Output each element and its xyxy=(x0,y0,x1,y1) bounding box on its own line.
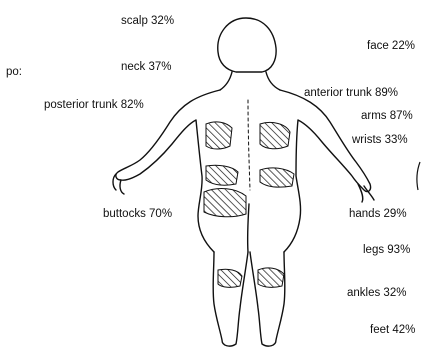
label-wrists: wrists 33% xyxy=(352,135,408,147)
left-torso-arm-outline xyxy=(116,90,220,252)
label-arms: arms 87% xyxy=(361,111,413,123)
label-scalp: scalp 32% xyxy=(121,16,174,28)
left-hand-outline xyxy=(113,174,124,194)
spine-line xyxy=(248,100,250,190)
head-outline xyxy=(218,18,276,72)
label-feet: feet 42% xyxy=(370,325,415,337)
label-hands: hands 29% xyxy=(349,209,407,221)
hatch-buttocks xyxy=(204,189,246,217)
hatch-lower-back-right xyxy=(260,168,294,187)
hatch-upper-back-left xyxy=(206,122,232,149)
hatch-right-calf xyxy=(258,268,284,287)
label-neck: neck 37% xyxy=(121,62,172,74)
hatch-lower-back-left xyxy=(206,165,238,185)
partial-figure-edge xyxy=(412,160,426,200)
buttocks-split xyxy=(248,204,249,252)
left-leg-outline xyxy=(213,252,248,346)
label-anterior-trunk: anterior trunk 89% xyxy=(304,88,398,100)
hatch-left-calf xyxy=(218,269,242,287)
label-cut-left: po: xyxy=(6,67,22,79)
label-posterior-trunk: posterior trunk 82% xyxy=(44,100,144,112)
label-ankles: ankles 32% xyxy=(347,288,406,300)
hatch-upper-back-right xyxy=(260,122,290,148)
label-face: face 22% xyxy=(367,41,415,53)
right-torso-arm-outline xyxy=(280,90,371,252)
label-buttocks: buttocks 70% xyxy=(103,209,172,221)
neck-outline xyxy=(220,72,280,90)
label-legs: legs 93% xyxy=(363,245,410,257)
right-leg-outline xyxy=(250,252,285,346)
